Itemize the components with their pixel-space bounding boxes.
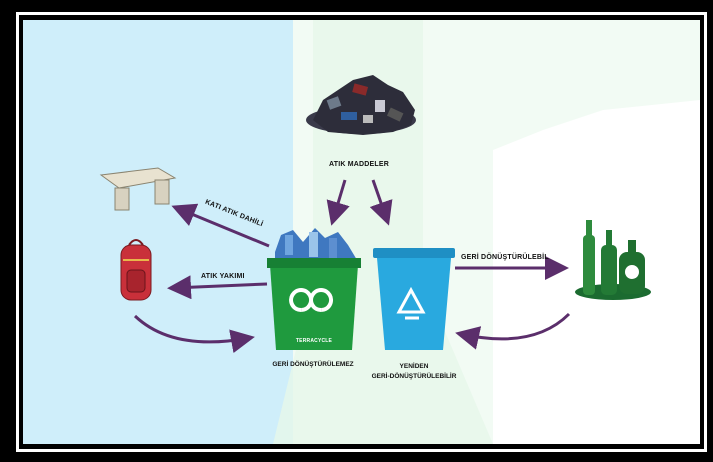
blue-bin-caption-line2: GERİ-DÖNÜŞTÜRÜLEBİLİR (371, 373, 457, 380)
diagram-canvas: ATIK MADDELER KATI ATIK DAHİLİ ATIK YAKI… (23, 20, 700, 444)
green-bin-icon (267, 228, 361, 350)
green-bin-logo: TERRACYCLE (295, 338, 333, 344)
arrow-label-bottom: ATIK YAKIMI (201, 273, 245, 280)
backpack-icon (120, 239, 152, 301)
arrow-bottles-to-blue-bin (455, 312, 571, 350)
arrow-green-bin-to-backpack (167, 275, 268, 300)
right-background (493, 100, 700, 444)
bench-icon (99, 167, 177, 211)
arrow-waste-to-blue-bin (369, 179, 393, 226)
left-background (23, 20, 293, 444)
recycle-arrow-label: GERİ DÖNÜŞTÜRÜLEBİL (461, 254, 549, 261)
green-bin-caption: GERİ DÖNÜŞTÜRÜLEMEZ (272, 361, 354, 368)
waste-label: ATIK MADDELER (328, 161, 390, 168)
arrow-backpack-to-green-bin (133, 314, 255, 354)
diagram-svg (23, 20, 700, 444)
arrow-green-bin-to-bench (171, 203, 270, 248)
waste-pile-icon (306, 75, 416, 135)
arrow-waste-to-green-bin (326, 179, 350, 226)
blue-bin-icon (373, 248, 455, 350)
inner-white-border (16, 12, 707, 452)
blue-bin-caption-line1: YENİDEN (399, 363, 429, 370)
glass-bottles-icon (575, 220, 651, 300)
